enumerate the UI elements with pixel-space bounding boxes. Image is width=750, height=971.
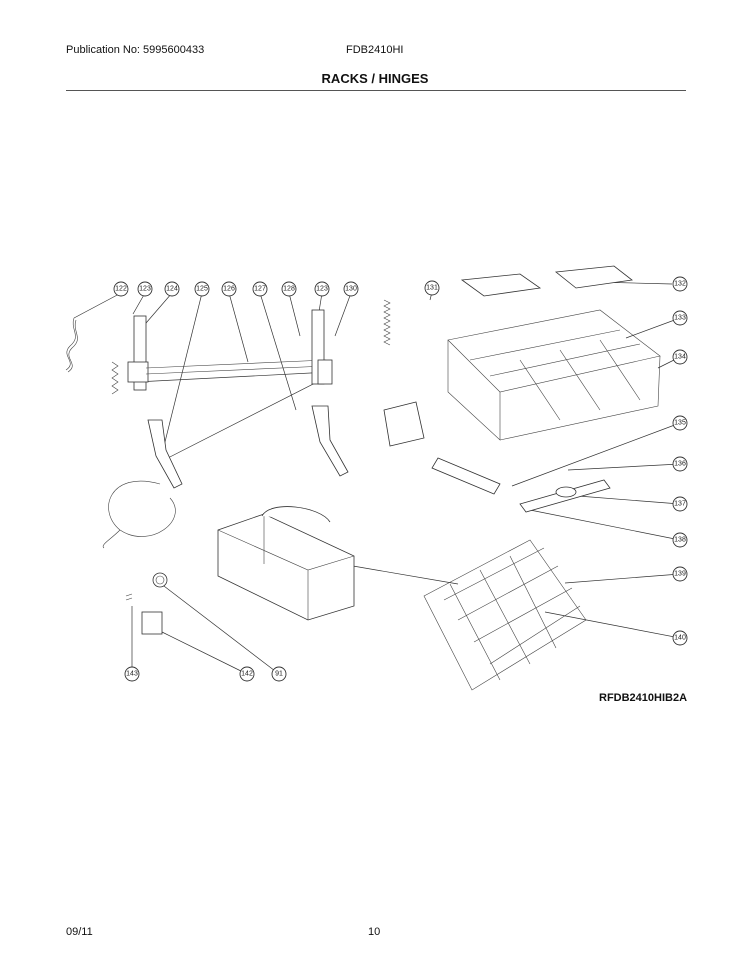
callout-139: 139 (672, 566, 688, 582)
callout-91: 91 (271, 666, 287, 682)
lower-rack-part (423, 539, 587, 691)
svg-text:130: 130 (345, 286, 357, 293)
callout-133: 133 (672, 310, 688, 326)
callout-127: 127 (252, 281, 268, 297)
svg-text:143: 143 (126, 671, 138, 678)
svg-text:132: 132 (674, 281, 686, 288)
svg-text:139: 139 (674, 571, 686, 578)
callout-142: 142 (239, 666, 255, 682)
cable-loop-part (102, 480, 176, 549)
header-divider (66, 90, 686, 91)
callout-131: 131 (424, 280, 440, 296)
callout-134: 134 (672, 349, 688, 365)
callout-123: 123 (137, 281, 153, 297)
upper-rack-part (447, 309, 661, 441)
svg-text:124: 124 (166, 286, 178, 293)
callout-122: 122 (113, 281, 129, 297)
callout-132: 132 (672, 276, 688, 292)
svg-text:134: 134 (674, 354, 686, 361)
callout-126: 126 (221, 281, 237, 297)
page-number: 10 (368, 926, 381, 938)
svg-text:123: 123 (139, 286, 151, 293)
footer-date: 09/11 (66, 926, 93, 938)
callout-130: 130 (343, 281, 359, 297)
svg-text:137: 137 (674, 501, 686, 508)
drawing-id: RFDB2410HIB2A (599, 692, 688, 704)
callout-124: 124 (164, 281, 180, 297)
svg-text:136: 136 (674, 461, 686, 468)
silverware-basket-part (217, 506, 355, 621)
callout-125: 125 (194, 281, 210, 297)
section-title: RACKS / HINGES (321, 71, 429, 86)
spray-arm-part (383, 401, 611, 513)
left-hinge-part (111, 315, 183, 489)
callout-143: 143 (124, 666, 140, 682)
svg-text:138: 138 (674, 537, 686, 544)
callout-137: 137 (672, 496, 688, 512)
switch-part (125, 593, 163, 635)
svg-text:128: 128 (283, 286, 295, 293)
seal-ring-part (152, 572, 168, 588)
svg-text:127: 127 (254, 286, 266, 293)
svg-text:91: 91 (275, 671, 283, 678)
callout-136: 136 (672, 456, 688, 472)
wire-harness-part (65, 317, 78, 373)
model-number: FDB2410HI (346, 44, 404, 56)
rack-roller-part (460, 265, 633, 297)
svg-text:135: 135 (674, 420, 686, 427)
svg-text:140: 140 (674, 635, 686, 642)
callout-135: 135 (672, 415, 688, 431)
callout-128: 128 (281, 281, 297, 297)
callout-123b: 123 (314, 281, 330, 297)
leader-lines (73, 281, 681, 675)
svg-text:142: 142 (241, 671, 253, 678)
svg-text:126: 126 (223, 286, 235, 293)
callout-138: 138 (672, 532, 688, 548)
svg-text:122: 122 (115, 286, 127, 293)
svg-text:131: 131 (426, 285, 438, 292)
callout-140: 140 (672, 630, 688, 646)
svg-text:123: 123 (316, 286, 328, 293)
link-rod-part (145, 359, 327, 375)
svg-text:133: 133 (674, 315, 686, 322)
right-hinge-part (311, 309, 349, 477)
publication-number: Publication No: 5995600433 (66, 44, 205, 56)
svg-text:125: 125 (196, 286, 208, 293)
door-spring-part (383, 299, 391, 346)
